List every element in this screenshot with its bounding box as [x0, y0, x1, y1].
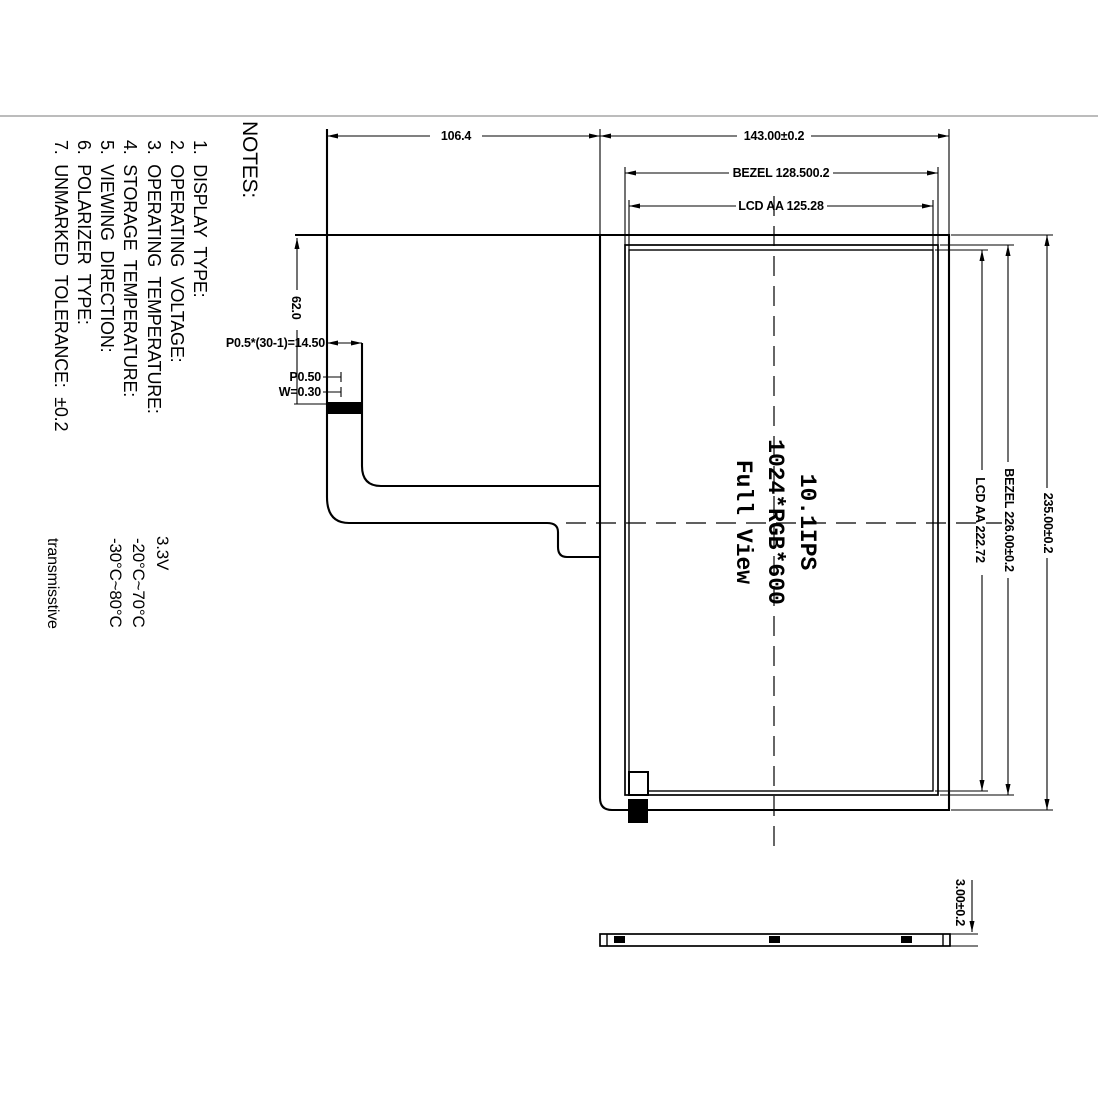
dimensions-right: LCD AA 222.72 BEZEL 226.00±0.2 235.00±0.… — [935, 234, 1055, 811]
side-view: 3.00±0.2 — [599, 879, 978, 947]
alignment-mark-black — [628, 799, 648, 823]
center-label: 10.1IPS 1024*RGB*600 Full View — [730, 439, 820, 605]
dim-connector-width: P0.5*(30-1)=14.50 — [226, 336, 325, 350]
note-value-polarizer: transmisstive — [44, 538, 61, 629]
dim-pin-pitch: P0.50 — [289, 370, 321, 384]
note-line-7: 7. UNMARKED TOLERANCE: ±0.2 — [51, 140, 71, 431]
panel-outline — [598, 233, 951, 812]
center-label-view: Full View — [730, 460, 756, 584]
side-view-pad-3 — [901, 936, 912, 943]
note-value-voltage: 3.3V — [153, 536, 172, 571]
note-line-3: 3. OPERATING TEMPERATURE: — [144, 140, 164, 414]
dim-fpc-length: 106.4 — [441, 129, 472, 143]
dim-pin-width: W=0.30 — [279, 385, 321, 399]
side-view-pad-2 — [769, 936, 780, 943]
note-value-storage-temp: -30°C~80°C — [106, 538, 125, 628]
connector-contact-bar — [326, 402, 363, 414]
note-line-1: 1. DISPLAY TYPE: — [190, 140, 210, 297]
note-value-operating-temp: -20°C~70°C — [129, 538, 148, 628]
side-view-outline — [599, 933, 951, 947]
fpc-outer-edge — [325, 129, 600, 559]
dimensions-top: 106.4 143.00±0.2 BEZEL 128.500.2 LCD AA … — [327, 129, 950, 250]
dim-overall-width: 143.00±0.2 — [744, 129, 805, 143]
dim-connector-offset: 62.0 — [289, 296, 303, 320]
fpc-outline: 62.0 P0.5*(30-1)=14.50 P0.50 W=0.30 — [226, 129, 600, 559]
dim-active-height: LCD AA 222.72 — [973, 477, 987, 563]
dim-bezel-height: BEZEL 226.00±0.2 — [1002, 468, 1016, 572]
bezel-opening-outline — [624, 244, 939, 796]
center-label-resolution: 1024*RGB*600 — [762, 439, 788, 605]
dim-thickness: 3.00±0.2 — [953, 879, 967, 926]
note-line-4: 4. STORAGE TEMPERATURE: — [120, 140, 140, 397]
active-area-outline — [628, 249, 934, 792]
side-view-pad-1 — [614, 936, 625, 943]
note-line-5: 5. VIEWING DIRECTION: — [97, 140, 117, 352]
dim-bezel-width: BEZEL 128.500.2 — [733, 166, 830, 180]
fpc-inner-edge — [360, 343, 600, 488]
notes-block: NOTES: 1. DISPLAY TYPE: 2. OPERATING VOL… — [44, 121, 261, 629]
note-line-2: 2. OPERATING VOLTAGE: — [167, 140, 187, 362]
dim-active-width: LCD AA 125.28 — [738, 199, 824, 213]
dim-overall-height: 235.00±0.2 — [1041, 493, 1055, 554]
alignment-mark-white — [628, 771, 649, 796]
center-label-size: 10.1IPS — [794, 474, 820, 571]
notes-title: NOTES: — [238, 121, 261, 198]
centerlines — [566, 196, 1002, 856]
note-line-6: 6. POLARIZER TYPE: — [74, 140, 94, 325]
panel-front-view — [598, 233, 951, 823]
